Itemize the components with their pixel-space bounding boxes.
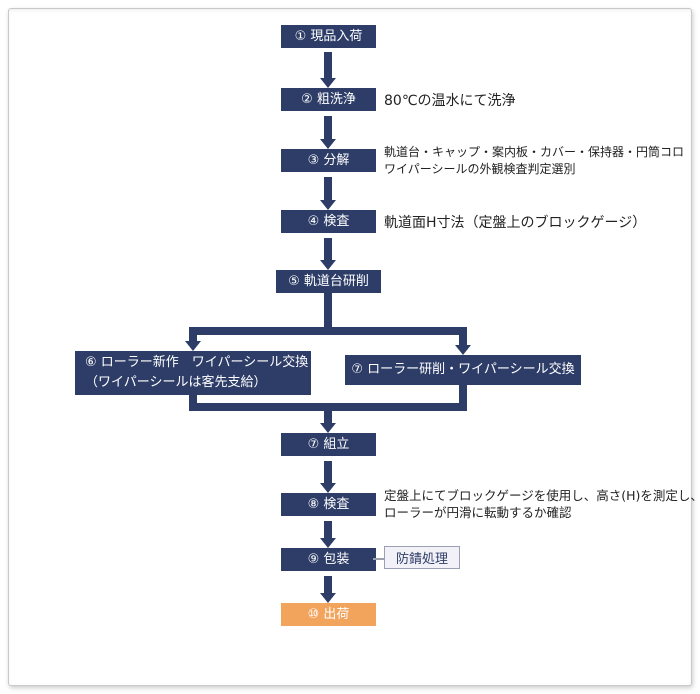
inspection2-box: ⑧ 検査: [281, 493, 376, 516]
split-right-arrow-icon: [459, 335, 467, 345]
shipping-box: ⑩ 出荷: [281, 603, 376, 626]
merge-center-arrow-icon: [324, 403, 332, 423]
inspection2-note: 定盤上にてブロックゲージを使用し、高さ(H)を測定し、 ローラーが円滑に転動する…: [384, 487, 700, 521]
down-arrow-icon: [324, 461, 332, 483]
inspection1-note: 軌道面H寸法（定盤上のブロックゲージ）: [384, 215, 647, 231]
inspection2-note-line2: ローラーが円滑に転動するか確認: [384, 505, 572, 520]
assembly-box: ⑦ 組立: [281, 433, 376, 456]
disassembly-note-line2: ワイパーシールの外観検査判定選別: [384, 162, 576, 176]
inspection1-box: ④ 検査: [281, 210, 376, 233]
down-arrow-icon: [324, 521, 332, 538]
down-arrow-icon: [324, 52, 332, 78]
merge-right-stem: [459, 385, 467, 411]
roller-new-line2: （ワイパーシールは客先支給）: [85, 375, 267, 390]
disassembly-note-line1: 軌道台・キャップ・案内板・カバー・保持器・円筒コロ: [384, 145, 685, 159]
roller-new-box: ⑥ ローラー新作 ワイパーシール交換 （ワイパーシールは客先支給）: [75, 351, 311, 395]
disassembly-note: 軌道台・キャップ・案内板・カバー・保持器・円筒コロ ワイパーシールの外観検査判定…: [384, 144, 684, 178]
down-arrow-icon: [324, 238, 332, 260]
disassembly-box: ③ 分解: [281, 149, 376, 172]
roller-new-line1: ⑥ ローラー新作 ワイパーシール交換: [85, 354, 309, 370]
split-left-arrow-icon: [189, 335, 197, 341]
rail-grinding-box: ⑤ 軌道台研削: [276, 270, 381, 293]
down-arrow-icon: [324, 177, 332, 200]
packaging-box: ⑨ 包装: [281, 548, 376, 571]
split-horizontal-bar: [189, 327, 467, 335]
down-arrow-icon: [324, 576, 332, 593]
rough-cleaning-box: ② 粗洗浄: [281, 88, 376, 111]
rust-prevention-box: 防錆処理: [384, 546, 460, 569]
incoming-goods-box: ① 現品入荷: [281, 25, 376, 48]
roller-regrind-box: ⑦ ローラー研削・ワイパーシール交換: [345, 355, 581, 385]
rough-cleaning-note: 80℃の温水にて洗浄: [384, 93, 516, 109]
rust-prevention-connector: [373, 558, 385, 560]
split-center-stem: [324, 293, 332, 335]
down-arrow-icon: [324, 116, 332, 139]
page-frame: [8, 8, 692, 686]
inspection2-note-line1: 定盤上にてブロックゲージを使用し、高さ(H)を測定し、: [384, 488, 700, 503]
